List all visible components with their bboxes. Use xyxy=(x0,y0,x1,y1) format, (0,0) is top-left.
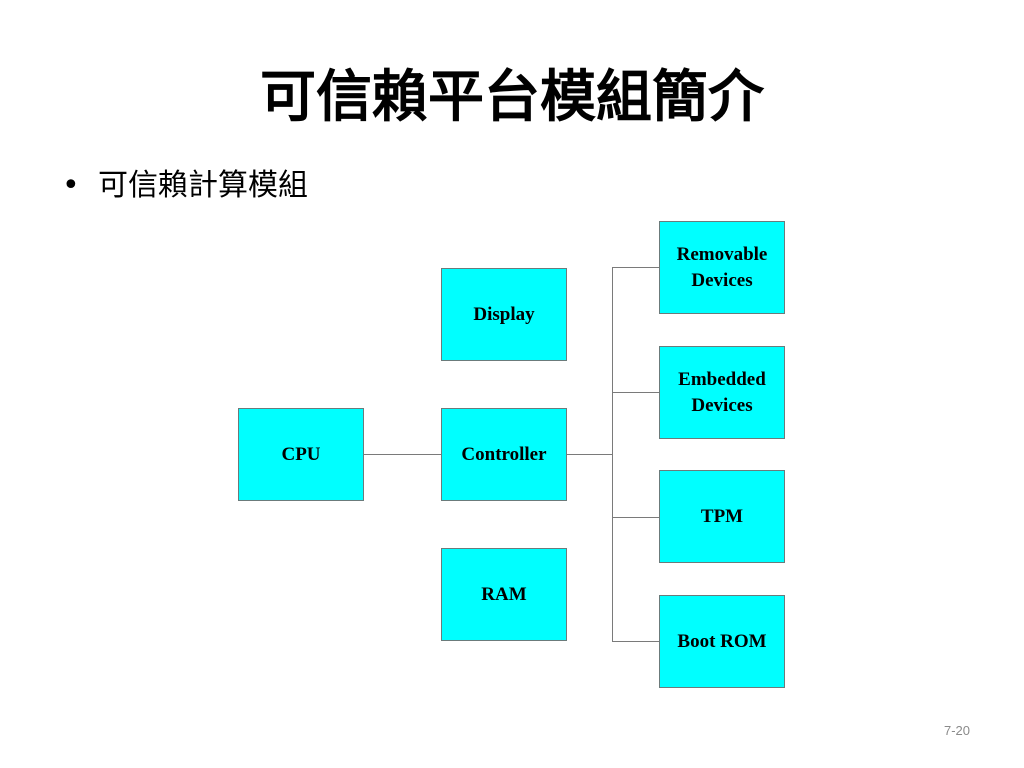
node-removable-devices: Removable Devices xyxy=(659,221,785,314)
connector-controller-bus xyxy=(566,454,613,455)
bullet-text: 可信賴計算模組 xyxy=(98,168,308,203)
node-boot-rom: Boot ROM xyxy=(659,595,785,688)
node-cpu: CPU xyxy=(238,408,364,501)
page-number: 7-20 xyxy=(943,723,970,738)
bullet-item: • 可信賴計算模組 xyxy=(62,166,308,206)
connector-bus-vertical xyxy=(612,267,613,641)
bullet-dot-icon: • xyxy=(62,168,80,203)
node-controller: Controller xyxy=(441,408,567,501)
connector-cpu-controller xyxy=(363,454,441,455)
connector-bus-bootrom xyxy=(612,641,660,642)
connector-bus-tpm xyxy=(612,517,660,518)
node-tpm: TPM xyxy=(659,470,785,563)
connector-bus-removable xyxy=(612,267,660,268)
connector-bus-embedded xyxy=(612,392,660,393)
slide-title: 可信賴平台模組簡介 xyxy=(260,65,764,130)
node-embedded-devices: Embedded Devices xyxy=(659,346,785,439)
node-ram: RAM xyxy=(441,548,567,641)
node-display: Display xyxy=(441,268,567,361)
